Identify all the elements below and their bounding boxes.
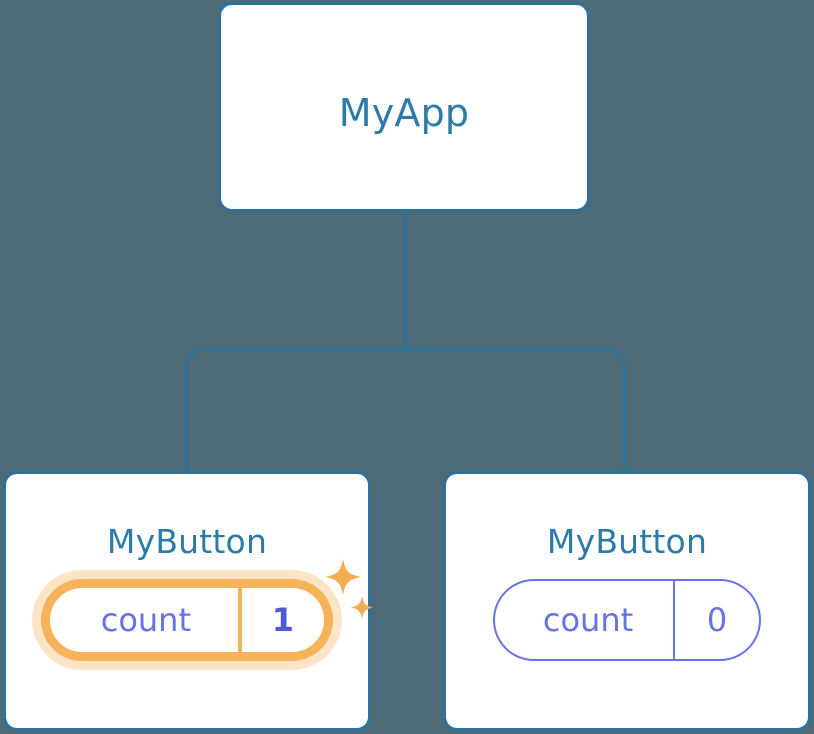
sparkle-small-icon (350, 596, 374, 619)
state-badge-count-active[interactable]: count 1 (41, 579, 333, 661)
node-mybutton-0-label: MyButton (106, 522, 268, 561)
sparkle-large-icon (325, 559, 361, 595)
state-badge-wrapper-0: count 1 (41, 559, 374, 661)
node-mybutton-1[interactable]: MyButton count 0 (443, 471, 811, 731)
connector-to-child-0 (185, 347, 406, 472)
state-badge-wrapper-1: count 0 (493, 579, 761, 661)
state-key-label-0: count (100, 601, 191, 639)
state-badge-count[interactable]: count 0 (493, 579, 761, 661)
node-myapp[interactable]: MyApp (218, 2, 590, 212)
node-mybutton-0[interactable]: MyButton count 1 (3, 471, 374, 731)
node-mybutton-1-label: MyButton (546, 522, 708, 561)
state-value-label-0: 1 (237, 588, 324, 652)
node-myapp-label: MyApp (338, 91, 470, 135)
state-key-label-1: count (542, 601, 634, 639)
connector-to-child-1 (405, 347, 626, 472)
state-value-label-1: 0 (673, 581, 759, 659)
